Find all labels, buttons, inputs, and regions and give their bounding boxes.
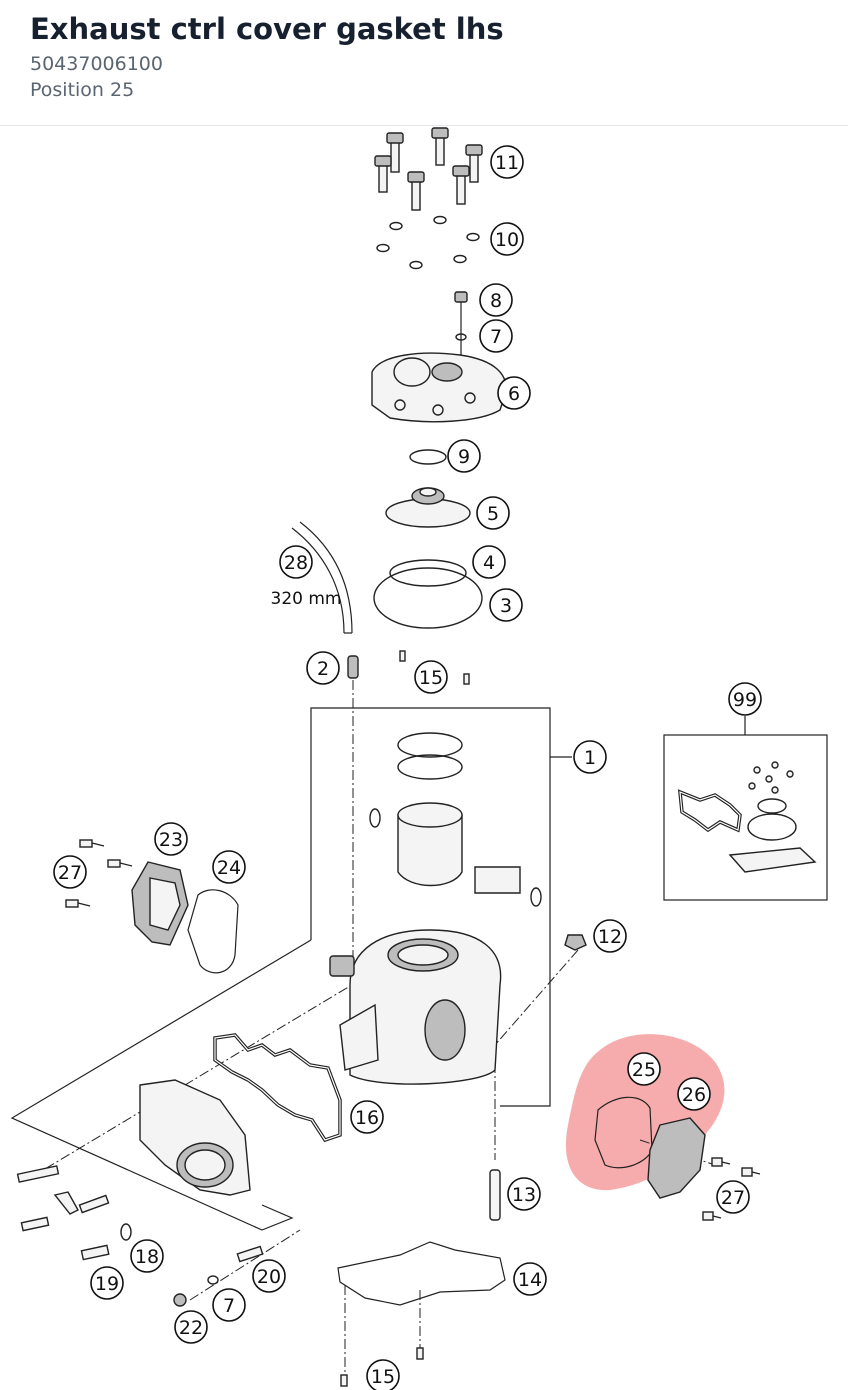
cover-part-26 bbox=[647, 1117, 706, 1199]
callout-11[interactable]: 11 bbox=[490, 145, 524, 179]
callout-99[interactable]: 99 bbox=[728, 682, 762, 716]
pin-part-15 bbox=[399, 650, 406, 662]
hose-length-label: 320 mm bbox=[271, 589, 342, 609]
callout-label: 15 bbox=[371, 1366, 395, 1388]
callout-28[interactable]: 28 bbox=[279, 545, 313, 579]
callout-19[interactable]: 19 bbox=[90, 1266, 124, 1300]
callout-label: 5 bbox=[487, 503, 499, 525]
callout-label: 20 bbox=[257, 1266, 281, 1288]
callout-10[interactable]: 10 bbox=[490, 222, 524, 256]
callout-7[interactable]: 7 bbox=[479, 319, 513, 353]
callout-2[interactable]: 2 bbox=[306, 651, 340, 685]
gasket-part-16 bbox=[213, 1033, 342, 1143]
callout-label: 14 bbox=[518, 1269, 542, 1291]
callout-label: 26 bbox=[682, 1084, 706, 1106]
cover-part-23 bbox=[131, 861, 189, 946]
bolts-part-11 bbox=[374, 127, 483, 211]
callout-13[interactable]: 13 bbox=[507, 1177, 541, 1211]
callout-26[interactable]: 26 bbox=[677, 1077, 711, 1111]
screws-part-27-left bbox=[65, 839, 133, 908]
callout-label: 11 bbox=[495, 152, 519, 174]
cylinder-group-frame bbox=[10, 707, 572, 1231]
callout-label: 3 bbox=[500, 595, 512, 617]
callout-label: 7 bbox=[223, 1295, 235, 1317]
callout-label: 9 bbox=[458, 446, 470, 468]
o-ring-part-9 bbox=[409, 449, 447, 465]
callout-8[interactable]: 8 bbox=[479, 283, 513, 317]
callout-label: 19 bbox=[95, 1273, 119, 1295]
callout-label: 22 bbox=[179, 1317, 203, 1339]
callout-label: 4 bbox=[483, 552, 495, 574]
callout-label: 27 bbox=[721, 1187, 745, 1209]
cylinder-head-part-6 bbox=[371, 352, 507, 423]
callout-label: 10 bbox=[495, 229, 519, 251]
callout-14[interactable]: 14 bbox=[513, 1262, 547, 1296]
sensor-part-2 bbox=[347, 655, 359, 679]
head-insert-part-5 bbox=[385, 487, 471, 528]
page-title: Exhaust ctrl cover gasket lhs bbox=[30, 12, 504, 46]
callout-label: 15 bbox=[419, 667, 443, 689]
callout-23[interactable]: 23 bbox=[154, 822, 188, 856]
callout-label: 7 bbox=[490, 326, 502, 348]
small-parts-lower-left bbox=[16, 1165, 264, 1307]
callout-20[interactable]: 20 bbox=[252, 1259, 286, 1293]
callout-9[interactable]: 9 bbox=[447, 439, 481, 473]
callout-12[interactable]: 12 bbox=[593, 919, 627, 953]
callout-4[interactable]: 4 bbox=[472, 545, 506, 579]
washer-part-7 bbox=[455, 333, 467, 341]
callout-16[interactable]: 16 bbox=[350, 1100, 384, 1134]
callout-27[interactable]: 27 bbox=[53, 855, 87, 889]
washers-part-10 bbox=[376, 215, 480, 270]
callout-24[interactable]: 24 bbox=[212, 850, 246, 884]
callout-label: 6 bbox=[508, 383, 520, 405]
cylinder-barrel bbox=[329, 929, 502, 1085]
page-header: Exhaust ctrl cover gasket lhs 5043700610… bbox=[0, 0, 848, 126]
callout-label: 28 bbox=[284, 552, 308, 574]
callout-label: 18 bbox=[135, 1246, 159, 1268]
callout-label: 25 bbox=[632, 1059, 656, 1081]
callout-label: 12 bbox=[598, 926, 622, 948]
callout-label: 8 bbox=[490, 290, 502, 312]
o-ring-part-3 bbox=[373, 567, 483, 629]
position-label: Position 25 bbox=[30, 79, 135, 101]
callout-1[interactable]: 1 bbox=[573, 740, 607, 774]
callout-label: 24 bbox=[217, 857, 241, 879]
gasket-part-14 bbox=[337, 1241, 506, 1306]
callout-label: 16 bbox=[355, 1107, 379, 1129]
piston-part-1 bbox=[369, 732, 542, 907]
callout-label: 2 bbox=[317, 658, 329, 680]
callout-18[interactable]: 18 bbox=[130, 1239, 164, 1273]
callout-25[interactable]: 25 bbox=[627, 1052, 661, 1086]
callout-6[interactable]: 6 bbox=[497, 376, 531, 410]
callout-15[interactable]: 15 bbox=[414, 660, 448, 694]
pin-part-15-lower bbox=[340, 1374, 348, 1387]
callout-label: 27 bbox=[58, 862, 82, 884]
callout-label: 99 bbox=[733, 689, 757, 711]
stud-part-13 bbox=[489, 1169, 501, 1221]
hose-part-28 bbox=[291, 521, 353, 634]
callout-27[interactable]: 27 bbox=[716, 1180, 750, 1214]
callout-bubbles: 11 10 8 7 6 9 5 28 43 2 15 1 99 23 27 24 12 25 26 16 27 13 18 1… bbox=[53, 145, 762, 1390]
valve-housing bbox=[139, 1079, 251, 1196]
gasket-part-24 bbox=[187, 889, 239, 974]
part-number: 50437006100 bbox=[30, 53, 163, 75]
o-ring-part-4 bbox=[389, 559, 467, 587]
callout-5[interactable]: 5 bbox=[476, 496, 510, 530]
callout-label: 23 bbox=[159, 829, 183, 851]
callout-label: 13 bbox=[512, 1184, 536, 1206]
screws-part-27-right bbox=[702, 1157, 761, 1221]
callout-3[interactable]: 3 bbox=[489, 588, 523, 622]
callout-22[interactable]: 22 bbox=[174, 1310, 208, 1344]
nut-part-12 bbox=[564, 934, 587, 951]
gasket-kit-part-99 bbox=[663, 716, 828, 901]
screw-part-8 bbox=[454, 291, 468, 303]
callout-15[interactable]: 15 bbox=[366, 1359, 400, 1390]
callout-label: 1 bbox=[584, 747, 596, 769]
callout-7[interactable]: 7 bbox=[212, 1288, 246, 1322]
